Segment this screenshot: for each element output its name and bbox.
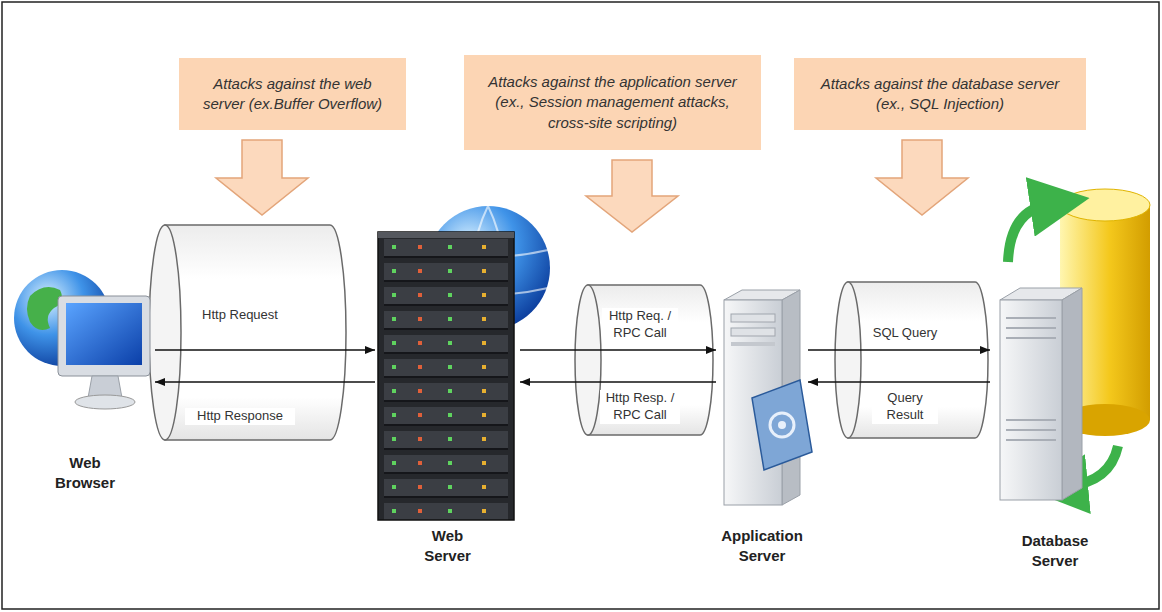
flow-label: Http Req. / RPC Call xyxy=(602,308,678,342)
flow-arrow xyxy=(155,349,375,351)
flow-label: Http Resp. / RPC Call xyxy=(600,390,680,424)
attack-arrows xyxy=(216,140,968,232)
flow-label: Http Request xyxy=(190,307,290,324)
flow-arrow xyxy=(808,349,990,351)
flow-arrow xyxy=(520,349,716,351)
flow-label: Query Result xyxy=(872,390,938,424)
flow-label: Http Response xyxy=(185,408,295,425)
browser-icon xyxy=(14,270,150,409)
database-server-icon xyxy=(1000,189,1150,500)
server-machine: Application Server xyxy=(716,285,808,565)
attack-callout: Attacks against the application server (… xyxy=(464,55,761,150)
channel-pipes xyxy=(149,225,988,440)
server-machine: Web Server xyxy=(375,225,520,565)
flow-arrow xyxy=(155,381,375,383)
application-server-icon xyxy=(724,290,812,505)
attack-callout: Attacks against the web server (ex.Buffe… xyxy=(179,58,406,130)
machine-label: Web Server xyxy=(408,526,488,565)
callout-text: Attacks against the web server (ex.Buffe… xyxy=(195,74,390,115)
flow-arrow xyxy=(808,381,990,383)
flow-arrow xyxy=(520,381,716,383)
web-server-icon xyxy=(378,206,550,520)
machine-label: Database Server xyxy=(1015,531,1095,570)
attack-callout: Attacks against the database server (ex.… xyxy=(794,58,1086,130)
server-machine: Database Server xyxy=(990,185,1120,570)
machine-label: Application Server xyxy=(719,526,805,565)
client-machine: Web Browser xyxy=(15,270,155,492)
callout-text: Attacks against the application server (… xyxy=(480,72,745,133)
flow-label: SQL Query xyxy=(872,325,938,342)
callout-text: Attacks against the database server (ex.… xyxy=(810,74,1070,115)
machine-label: Web Browser xyxy=(45,453,125,492)
